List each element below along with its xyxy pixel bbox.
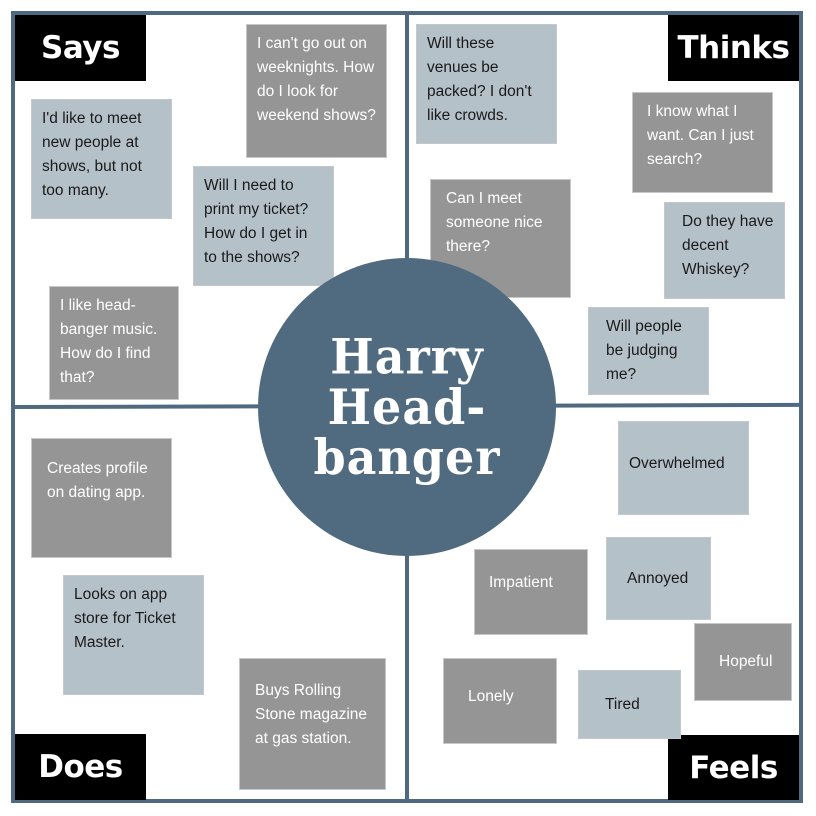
says-note-meet-people[interactable]: I'd like to meet new people at shows, bu… xyxy=(31,99,172,219)
thinks-note-crowds[interactable]: Will these venues be packed? I don't lik… xyxy=(416,24,557,144)
thinks-note-judging[interactable]: Will people be judging me? xyxy=(588,307,709,395)
feels-note-lonely[interactable]: Lonely xyxy=(443,658,557,744)
feels-note-overwhelmed[interactable]: Overwhelmed xyxy=(618,421,749,515)
persona-name: Harry Head- banger xyxy=(313,328,501,486)
says-note-weeknights[interactable]: I can't go out on weeknights. How do I l… xyxy=(246,24,387,158)
feels-note-hopeful[interactable]: Hopeful xyxy=(694,623,792,701)
thinks-note-search[interactable]: I know what I want. Can I just search? xyxy=(632,92,773,193)
thinks-label: Thinks xyxy=(668,15,799,81)
feels-label: Feels xyxy=(668,735,799,800)
says-label: Says xyxy=(15,15,146,81)
does-note-app-store[interactable]: Looks on app store for Ticket Master. xyxy=(63,575,204,695)
does-note-rolling-stone[interactable]: Buys Rolling Stone magazine at gas stati… xyxy=(239,658,386,790)
does-note-dating-profile[interactable]: Creates profile on dating app. xyxy=(31,438,172,558)
feels-note-tired[interactable]: Tired xyxy=(578,670,681,739)
feels-note-annoyed[interactable]: Annoyed xyxy=(606,537,711,620)
says-note-print-ticket[interactable]: Will I need to print my ticket? How do I… xyxy=(193,166,334,286)
thinks-note-whiskey[interactable]: Do they have decent Whiskey? xyxy=(664,202,785,299)
does-label: Does xyxy=(15,734,146,800)
says-note-headbanger-music[interactable]: I like head-banger music. How do I find … xyxy=(49,286,179,400)
feels-note-impatient[interactable]: Impatient xyxy=(474,549,588,635)
persona-circle: Harry Head- banger xyxy=(258,258,556,556)
